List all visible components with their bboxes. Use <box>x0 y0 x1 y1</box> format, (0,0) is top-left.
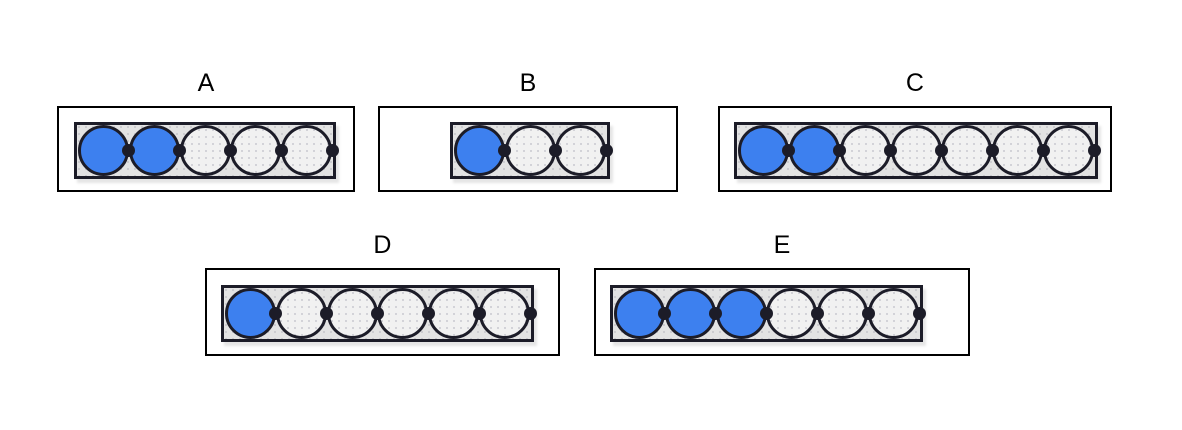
junction-node-a-4 <box>274 144 288 157</box>
circles-layer-c <box>734 122 1101 179</box>
circle-rail-d <box>221 285 537 342</box>
circle-e-1-filled[interactable] <box>613 288 665 339</box>
junction-node-e-6 <box>912 307 926 320</box>
circle-c-7-empty[interactable] <box>1043 125 1095 176</box>
circles-layer-b <box>450 122 613 179</box>
junction-node-b-2 <box>549 144 562 157</box>
circle-e-6-empty[interactable] <box>868 288 920 339</box>
panel-card-c <box>718 106 1112 192</box>
junction-node-a-3 <box>224 144 237 157</box>
circle-e-2-filled[interactable] <box>664 288 716 339</box>
circle-d-5-empty[interactable] <box>428 288 480 339</box>
circle-rail-e <box>610 285 926 342</box>
circle-c-1-filled[interactable] <box>737 125 789 176</box>
junction-node-d-1 <box>269 307 283 320</box>
junction-node-b-3 <box>599 144 613 157</box>
junction-node-d-4 <box>421 307 435 320</box>
circle-d-2-empty[interactable] <box>275 288 327 339</box>
circle-b-2-empty[interactable] <box>504 125 556 176</box>
panel-card-d <box>205 268 560 356</box>
circle-rail-c <box>734 122 1101 179</box>
panel-d: D <box>205 230 560 356</box>
junction-node-c-7 <box>1087 144 1101 157</box>
circle-d-3-empty[interactable] <box>326 288 378 339</box>
panel-card-e <box>594 268 970 356</box>
junction-node-a-5 <box>325 144 339 157</box>
circle-rail-a <box>74 122 339 179</box>
panel-label-a: A <box>197 69 215 97</box>
circle-e-3-filled[interactable] <box>715 288 767 339</box>
circles-layer-e <box>610 285 926 342</box>
circle-c-3-empty[interactable] <box>839 125 891 176</box>
panel-label-e: E <box>773 231 791 259</box>
junction-node-c-3 <box>884 144 898 157</box>
junction-node-d-6 <box>523 307 537 320</box>
circles-layer-d <box>221 285 537 342</box>
circle-a-4-empty[interactable] <box>230 125 282 176</box>
circle-b-1-filled[interactable] <box>453 125 505 176</box>
circle-e-4-empty[interactable] <box>766 288 818 339</box>
circle-a-3-empty[interactable] <box>179 125 231 176</box>
junction-node-e-1 <box>658 307 672 320</box>
junction-node-c-5 <box>985 144 999 157</box>
junction-node-e-3 <box>760 307 774 320</box>
panel-card-a <box>57 106 355 192</box>
circle-rail-b <box>450 122 613 179</box>
panel-card-b <box>378 106 678 192</box>
circle-d-4-empty[interactable] <box>377 288 429 339</box>
panel-c: C <box>718 68 1112 192</box>
junction-node-c-4 <box>935 144 948 157</box>
junction-node-c-6 <box>1036 144 1050 157</box>
junction-node-d-5 <box>472 307 486 320</box>
junction-node-e-2 <box>709 307 723 320</box>
circle-e-5-empty[interactable] <box>817 288 869 339</box>
panel-a: A <box>57 68 355 192</box>
circle-d-6-empty[interactable] <box>479 288 531 339</box>
circle-c-6-empty[interactable] <box>992 125 1044 176</box>
circles-layer-a <box>74 122 339 179</box>
junction-node-d-3 <box>371 307 385 320</box>
junction-node-a-2 <box>173 144 187 157</box>
circle-a-1-filled[interactable] <box>77 125 129 176</box>
circle-c-5-empty[interactable] <box>941 125 993 176</box>
panel-e: E <box>594 230 970 356</box>
panel-label-d: D <box>373 231 392 259</box>
panel-label-b: B <box>519 69 537 97</box>
junction-node-c-2 <box>833 144 847 157</box>
junction-node-a-1 <box>122 144 136 157</box>
circle-c-2-filled[interactable] <box>788 125 840 176</box>
junction-node-c-1 <box>782 144 796 157</box>
circle-d-1-filled[interactable] <box>224 288 276 339</box>
circle-b-3-empty[interactable] <box>555 125 607 176</box>
circle-a-5-empty[interactable] <box>281 125 333 176</box>
panel-b: B <box>378 68 678 192</box>
junction-node-b-1 <box>498 144 512 157</box>
circle-a-2-filled[interactable] <box>128 125 180 176</box>
junction-node-e-5 <box>861 307 875 320</box>
circle-c-4-empty[interactable] <box>890 125 942 176</box>
panel-label-c: C <box>905 69 925 97</box>
junction-node-e-4 <box>810 307 824 320</box>
junction-node-d-2 <box>320 307 334 320</box>
